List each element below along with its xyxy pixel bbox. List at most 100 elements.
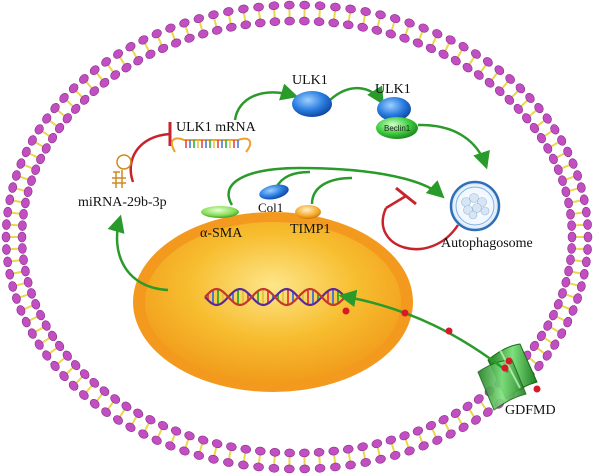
lipid-tail	[573, 211, 584, 215]
lipid-tail	[143, 42, 151, 53]
label-col1: Col1	[258, 200, 283, 215]
lipid-tail	[549, 141, 560, 148]
lipid-head	[158, 43, 169, 53]
lipid-tail	[390, 442, 396, 453]
lipid-tail	[560, 304, 571, 311]
lipid-tail	[184, 25, 190, 36]
lipid-head	[99, 78, 110, 88]
lipid-tail	[519, 99, 529, 108]
lipid-head	[582, 256, 591, 268]
lipid-head	[557, 328, 567, 339]
lipid-head	[566, 254, 575, 266]
lipid-head	[59, 371, 69, 382]
lipid-tail	[431, 427, 438, 438]
lipid-head	[5, 194, 15, 206]
lipid-head	[184, 33, 195, 43]
gdfmd-dot	[342, 307, 350, 315]
lipid-head	[125, 422, 136, 432]
lipid-head	[450, 408, 461, 418]
lipid-head	[179, 446, 190, 456]
lipid-tail	[571, 199, 582, 204]
lipid-head	[2, 244, 11, 255]
lipid-head	[41, 143, 51, 154]
arrow-mrna-to-ulk1	[233, 83, 299, 121]
lipid-tail	[443, 421, 451, 432]
lipid-tail	[479, 63, 488, 74]
lipid-tail	[131, 48, 138, 59]
lipid-head	[399, 33, 410, 43]
lipid-head	[357, 442, 368, 452]
lipid-tail	[106, 400, 115, 411]
lipid-head	[299, 16, 310, 26]
lipid-head	[19, 208, 28, 220]
timp1-protein	[295, 205, 321, 219]
lipid-tail	[543, 336, 553, 344]
lipid-head	[573, 170, 582, 181]
lipid-head	[151, 29, 162, 39]
lipid-head	[357, 22, 368, 32]
lipid-tail	[198, 21, 204, 32]
lipid-head	[553, 164, 563, 175]
dna-helix-icon	[204, 287, 346, 307]
lipid-tail	[48, 346, 58, 355]
lipid-head	[284, 16, 295, 26]
lipid-head	[62, 350, 72, 361]
lipid-tail	[347, 11, 352, 22]
lipid-tail	[85, 384, 94, 394]
lipid-head	[223, 458, 234, 467]
lipid-head	[125, 42, 136, 52]
lipid-tail	[227, 14, 232, 25]
lipid-tail	[170, 433, 176, 444]
lipid-head	[385, 435, 397, 445]
lipid-head	[404, 18, 415, 28]
lipid-tail	[333, 453, 337, 465]
lipid-head	[3, 206, 12, 218]
lipid-head	[330, 462, 341, 472]
lipid-tail	[568, 187, 579, 192]
lipid-head	[412, 426, 424, 436]
lipid-head	[101, 407, 111, 417]
lipid-head	[50, 360, 60, 371]
lipid-head	[55, 340, 65, 352]
lipid-tail	[12, 270, 23, 275]
lipid-head	[1, 231, 11, 243]
lipid-head	[110, 70, 121, 80]
lipid-head	[23, 186, 33, 198]
label-ulk1-mrna: ULK1 mRNA	[176, 120, 257, 135]
lipid-tail	[273, 8, 276, 19]
lipid-tail	[510, 89, 520, 99]
lipid-head	[505, 74, 515, 84]
lipid-head	[223, 7, 234, 16]
lipid-head	[553, 299, 563, 310]
lipid-head	[41, 320, 51, 331]
lipid-head	[536, 133, 546, 144]
ulk1-complex-protein	[377, 97, 411, 121]
lipid-tail	[106, 63, 115, 74]
arrow-timp1-branch	[310, 176, 353, 205]
lipid-head	[513, 103, 524, 114]
lipid-head	[564, 265, 573, 277]
lipid-head	[557, 135, 567, 146]
lipid-head	[330, 2, 341, 12]
lipid-tail	[85, 80, 94, 90]
lipid-head	[558, 288, 567, 299]
lipid-head	[390, 450, 401, 460]
lipid-head	[138, 35, 149, 45]
lipid-tail	[23, 304, 34, 311]
lipid-tail	[15, 187, 26, 192]
lipid-tail	[318, 8, 321, 19]
lipid-head	[55, 122, 65, 134]
lipid-head	[432, 29, 443, 39]
lipid-head	[208, 10, 219, 20]
lipid-head	[473, 70, 484, 80]
lipid-tail	[573, 259, 584, 263]
lipid-head	[522, 113, 532, 124]
gdfmd-molecules	[342, 307, 541, 393]
lipid-head	[193, 14, 204, 24]
lipid-head	[113, 49, 123, 59]
lipid-head	[399, 431, 410, 441]
lipid-head	[79, 369, 90, 380]
lipid-head	[50, 103, 60, 114]
lipid-tail	[390, 21, 396, 32]
lipid-head	[89, 86, 100, 96]
